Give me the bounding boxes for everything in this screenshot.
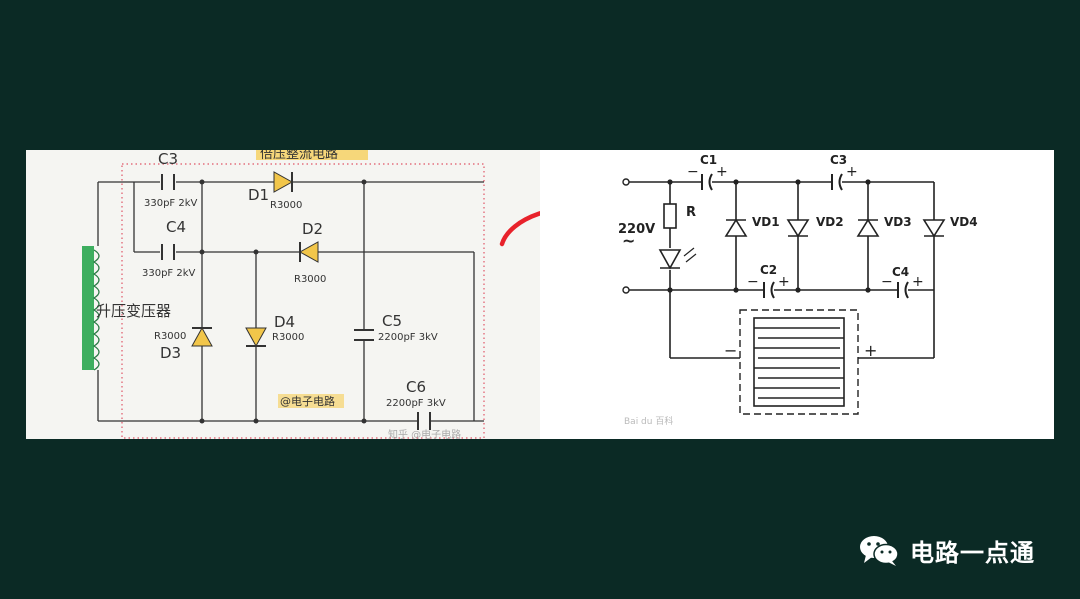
- load-plate-stack: [753, 317, 845, 407]
- diode-d1: [273, 171, 294, 193]
- circuit-heading: 倍压整流电路: [260, 150, 338, 162]
- c4-plus: +: [912, 274, 924, 290]
- transformer-coil: [92, 249, 100, 371]
- diode-d3: [191, 326, 213, 347]
- d2-name: D2: [302, 220, 323, 238]
- d1-name: D1: [248, 186, 269, 204]
- watermark-highlight: [278, 394, 344, 408]
- d1-value: R3000: [270, 200, 302, 211]
- diode-vd1: [724, 218, 748, 237]
- heading-highlight: [256, 150, 368, 160]
- c3-label: C3: [830, 153, 847, 167]
- c4-label: C4: [892, 265, 909, 279]
- vd4-label: VD4: [950, 215, 978, 229]
- d3-value: R3000: [154, 331, 186, 342]
- c2-plus: +: [778, 274, 790, 290]
- led-icon: [658, 249, 682, 270]
- c2-minus: −: [747, 274, 759, 290]
- c6-value: 2200pF 3kV: [386, 398, 446, 409]
- c4-minus: −: [881, 274, 893, 290]
- diode-d2: [298, 241, 319, 263]
- brand-name: 电路一点通: [910, 538, 1035, 567]
- ac-symbol: ~: [622, 231, 635, 250]
- load-plus: +: [864, 341, 877, 360]
- c3-name: C3: [158, 150, 178, 168]
- transformer-label: 升压变压器: [96, 302, 171, 320]
- watermark-bottom: 知乎 @电子电路: [388, 428, 461, 439]
- diode-d4: [245, 327, 267, 348]
- resistor-r: [663, 203, 677, 229]
- terminal-bottom: [622, 286, 630, 294]
- dotted-border: [121, 163, 485, 439]
- junction-dots: [199, 179, 367, 424]
- vd1-label: VD1: [752, 215, 780, 229]
- right-wires: [626, 173, 935, 359]
- diode-vd4: [922, 219, 946, 238]
- watermark: @电子电路: [280, 395, 335, 408]
- brand: 电路一点通: [858, 532, 1035, 568]
- c4-value: 330pF 2kV: [142, 268, 196, 279]
- d4-value: R3000: [272, 332, 304, 343]
- right-junction-dots: [667, 179, 871, 293]
- vd3-label: VD3: [884, 215, 912, 229]
- terminal-top: [622, 178, 630, 186]
- resistor-label: R: [686, 205, 696, 220]
- c1-plus: +: [716, 164, 728, 180]
- c5-name: C5: [382, 312, 402, 330]
- right-circuit-panel: 220V ~ R C1 C3 C2 C4 VD1 VD2 VD3 VD4 − +…: [540, 150, 1054, 439]
- c6-name: C6: [406, 378, 426, 396]
- right-circuit-diagram: 220V ~ R C1 C3 C2 C4 VD1 VD2 VD3 VD4 − +…: [618, 153, 978, 427]
- d2-value: R3000: [294, 274, 326, 285]
- left-circuit-diagram: 倍压整流电路: [82, 146, 485, 441]
- diode-vd2: [786, 219, 810, 238]
- d3-name: D3: [160, 344, 181, 362]
- c1-minus: −: [687, 164, 699, 180]
- wechat-icon: [860, 536, 899, 566]
- c2-label: C2: [760, 263, 777, 277]
- left-circuit-panel: 倍压整流电路: [26, 146, 540, 441]
- c4-name: C4: [166, 218, 186, 236]
- voltage-label: 220V: [618, 222, 655, 237]
- c3-value: 330pF 2kV: [144, 198, 198, 209]
- right-watermark: Bai du 百科: [624, 415, 673, 427]
- load-plates: [754, 327, 844, 399]
- diode-vd3: [856, 218, 880, 237]
- c1-label: C1: [700, 153, 717, 167]
- vd2-label: VD2: [816, 215, 844, 229]
- d4-name: D4: [274, 313, 295, 331]
- c3-plus: +: [846, 164, 858, 180]
- load-dashed-box: [739, 309, 859, 415]
- transformer-core: [82, 246, 94, 370]
- load-minus: −: [724, 341, 737, 360]
- c5-value: 2200pF 3kV: [378, 332, 438, 343]
